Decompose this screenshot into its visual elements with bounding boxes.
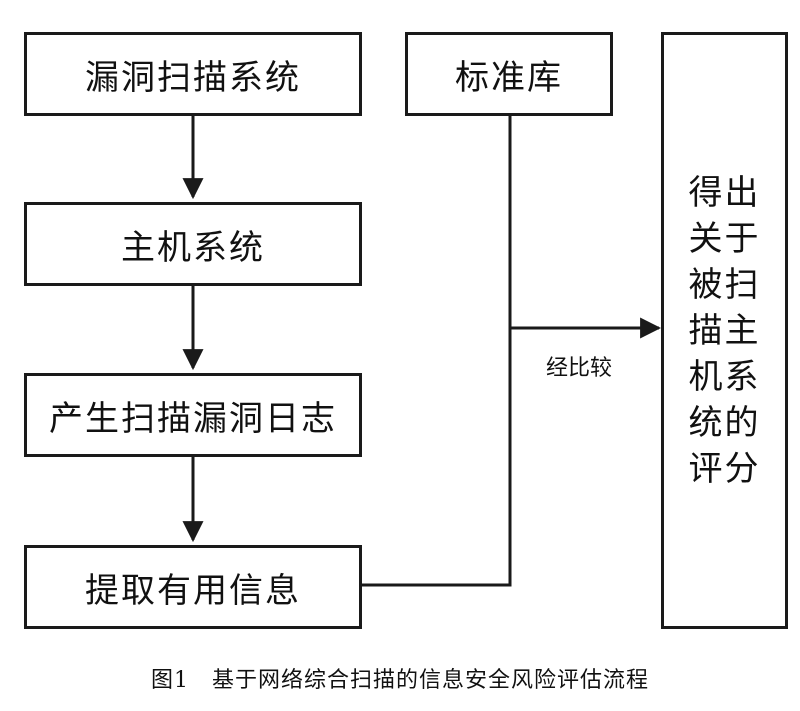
extract-info-box: 提取有用信息 [24, 545, 362, 629]
standard-library-box: 标准库 [405, 32, 613, 116]
vulnerability-scanner-box: 漏洞扫描系统 [24, 32, 362, 116]
vulnerability-log-box: 产生扫描漏洞日志 [24, 373, 362, 457]
result-line-4: 描主 [688, 310, 761, 351]
result-line-2: 关于 [688, 218, 761, 259]
result-line-5: 机系 [688, 356, 761, 397]
figure-caption: 图1 基于网络综合扫描的信息安全风险评估流程 [151, 668, 649, 693]
result-line-1: 得出 [688, 172, 761, 213]
scan-result-score-box: 得出 关于 被扫 描主 机系 统的 评分 [661, 32, 788, 629]
line-extract-to-junction [362, 328, 512, 587]
host-system-box: 主机系统 [24, 202, 362, 286]
result-line-6: 统的 [688, 402, 761, 443]
comparison-edge-label: 经比较 [546, 356, 613, 381]
result-line-7: 评分 [688, 448, 761, 489]
result-line-3: 被扫 [688, 264, 761, 305]
